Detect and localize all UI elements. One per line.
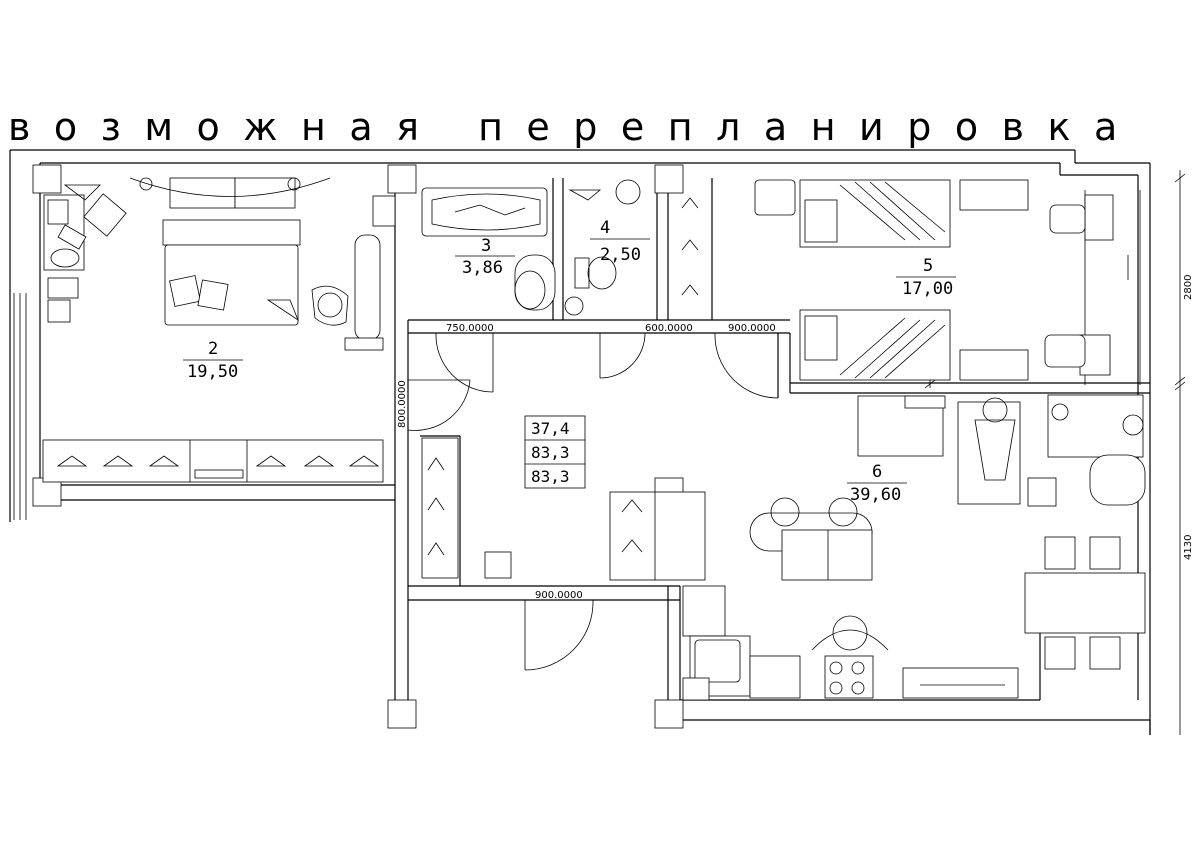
area-summary-row-1: 37,4 bbox=[531, 419, 570, 438]
area-summary-row-2: 83,3 bbox=[531, 443, 570, 462]
room-5-area: 17,00 bbox=[902, 279, 953, 299]
door-dim-900-right: 900.0000 bbox=[728, 323, 776, 334]
room-6-area: 39,60 bbox=[850, 485, 901, 505]
outer-walls bbox=[9, 149, 1151, 735]
door-dim-600: 600.0000 bbox=[645, 323, 693, 334]
room-5-number: 5 bbox=[923, 256, 933, 276]
room-2-number: 2 bbox=[208, 339, 218, 359]
room-2-area: 19,50 bbox=[187, 362, 238, 382]
room-labels: 2 19,50 3 3,86 4 2,50 5 17,00 6 39,60 bbox=[183, 218, 956, 505]
area-summary-table: 37,4 83,3 83,3 bbox=[524, 415, 586, 489]
room-2-furniture bbox=[42, 177, 384, 483]
hall-closet-top bbox=[681, 197, 699, 296]
room-4-furniture bbox=[568, 179, 641, 290]
area-summary-row-3: 83,3 bbox=[531, 467, 570, 486]
room-6-number: 6 bbox=[872, 462, 882, 482]
room-3-number: 3 bbox=[481, 236, 491, 256]
door-dim-750: 750.0000 bbox=[446, 323, 494, 334]
door-dimension-labels: 750.0000 600.0000 900.0000 800.0000 900.… bbox=[397, 323, 776, 601]
room-3-area: 3,86 bbox=[462, 258, 503, 278]
room-5-furniture bbox=[754, 179, 1141, 385]
wall-columns bbox=[32, 164, 1057, 729]
doors bbox=[407, 332, 779, 671]
room-3-furniture bbox=[421, 187, 584, 316]
plan-title: возможная перепланировка bbox=[8, 105, 1141, 149]
wall-dim-2800: 2800 bbox=[1183, 275, 1194, 300]
room-4-number: 4 bbox=[600, 218, 610, 238]
door-dim-800: 800.0000 bbox=[397, 380, 408, 428]
room-6-furniture bbox=[421, 394, 1146, 701]
room-4-area: 2,50 bbox=[600, 245, 641, 265]
wall-dim-4130: 4130 bbox=[1183, 535, 1194, 560]
door-dim-900-bottom: 900.0000 bbox=[535, 590, 583, 601]
